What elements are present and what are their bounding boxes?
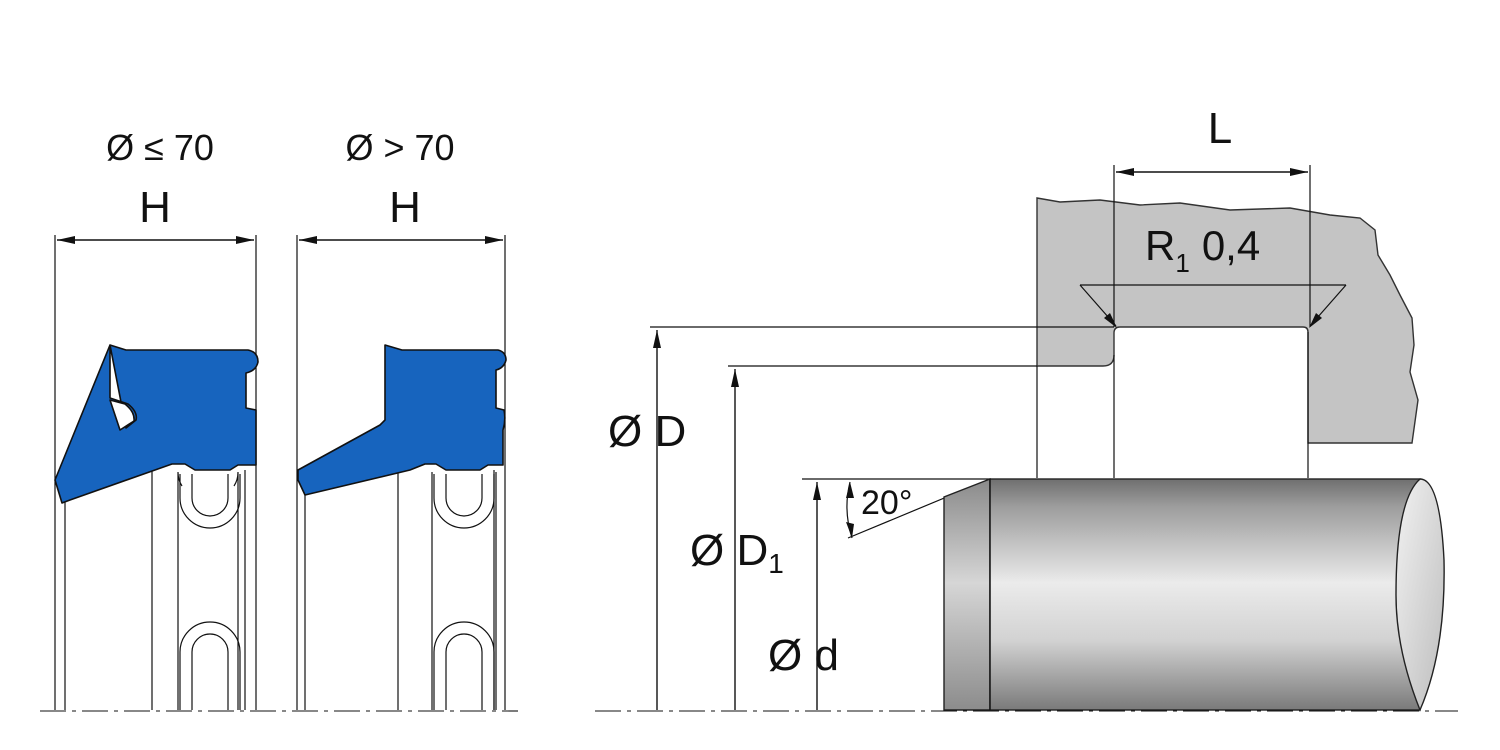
seal-right-diameter-label: Ø > 70: [345, 127, 454, 168]
seal-left-groove: [109, 399, 135, 431]
seal-right-profile: [297, 344, 507, 496]
seal-right-h-label: H: [389, 183, 421, 232]
seal-right-spring-window: [431, 472, 497, 710]
seal-right-h-arrow-right: [485, 236, 503, 244]
d1-label: Ø D1: [690, 526, 784, 579]
d1-arrow: [731, 369, 739, 387]
rod-d-arrow: [813, 482, 821, 500]
rod-chamfer: [943, 477, 991, 711]
seal-right-group: Ø > 70 H: [296, 127, 507, 710]
l-arrow-left: [1116, 168, 1134, 176]
angle-label: 20°: [861, 484, 912, 522]
seal-left-spring-slot: [191, 474, 229, 517]
radius-value: 0,4: [1202, 222, 1260, 269]
seal-left-spring-slot-outer: [179, 621, 241, 710]
d1-label-text: Ø D: [690, 526, 768, 575]
seal-left-profile: [54, 344, 259, 504]
seal-right-spring-slot: [445, 474, 483, 517]
rod-d-label: Ø d: [768, 631, 839, 680]
d1-label-subscript: 1: [768, 548, 784, 579]
radius-subscript: 1: [1175, 248, 1189, 278]
l-arrow-right: [1290, 168, 1308, 176]
seal-left-spring-slot-outer: [179, 474, 241, 529]
d-arrow: [653, 330, 661, 348]
seal-left-diameter-label: Ø ≤ 70: [106, 127, 214, 168]
seal-right-spring-slot-outer: [433, 474, 495, 529]
seal-left-h-arrow-right: [236, 236, 254, 244]
angle-arrow-bottom: [846, 522, 854, 538]
seal-left-group: Ø ≤ 70 H: [54, 127, 259, 710]
d-label: Ø D: [608, 407, 686, 456]
radius-arrow-left: [1104, 313, 1117, 328]
seal-left-spring-slot: [191, 633, 229, 710]
radius-arrow-right: [1309, 313, 1322, 328]
l-label: L: [1208, 104, 1232, 153]
radius-letter: R: [1145, 222, 1175, 269]
seal-right-spring-slot: [445, 633, 483, 710]
seal-left-h-arrow-left: [57, 236, 75, 244]
housing-section: [1036, 197, 1419, 444]
radius-label: R1 0,4: [1145, 222, 1260, 278]
rod-end-face: [1395, 478, 1445, 712]
seal-left-spring-window: [177, 471, 239, 710]
seal-right-spring-slot-outer: [433, 621, 495, 710]
rod-body: [989, 478, 1421, 711]
seal-left-h-label: H: [139, 183, 171, 232]
angle-arrow-top: [846, 482, 854, 498]
seal-right-h-arrow-left: [299, 236, 317, 244]
